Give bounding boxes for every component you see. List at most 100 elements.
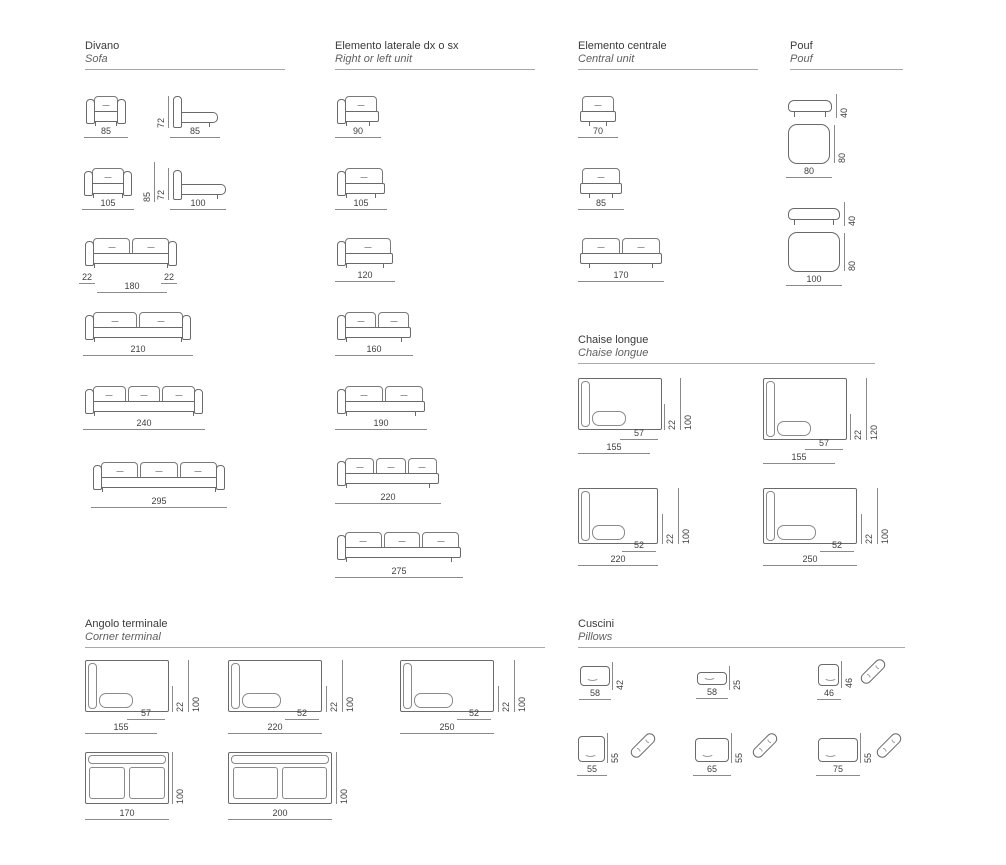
central-170-drawing <box>580 238 662 268</box>
section-rule <box>790 69 903 70</box>
dim-corner3-seat: 52 <box>457 708 491 720</box>
dim-chaise4-arm: 22 <box>861 514 874 544</box>
dim-line <box>172 686 173 712</box>
section-title: Elemento centrale <box>578 40 667 52</box>
cushion <box>89 767 126 799</box>
arm <box>85 241 94 266</box>
cushion <box>407 458 437 474</box>
pillow-55x55-drawing <box>578 736 605 762</box>
section-header-cuscini: Cuscini Pillows <box>578 618 905 648</box>
dim-chaise2-seat: 57 <box>805 438 843 450</box>
sofa-105-side-drawing <box>172 170 226 200</box>
dim-sofa-105-arm-height: 72 <box>156 168 169 200</box>
dim-corner5-width: 200 <box>228 808 332 820</box>
section-header-centrale: Elemento centrale Central unit <box>578 40 758 70</box>
arm <box>337 389 346 414</box>
dim-corner4-width: 170 <box>85 808 169 820</box>
dim-corner3-depth: 100 <box>514 660 527 712</box>
section-rule <box>335 69 535 70</box>
cushion <box>378 312 409 328</box>
dim-line <box>168 96 169 128</box>
dim-label: 120 <box>869 424 879 440</box>
arm <box>93 465 102 490</box>
cushion <box>233 767 278 799</box>
roll-cushion-drawing <box>628 731 658 760</box>
dim-lateral-190-width: 190 <box>335 418 427 430</box>
dim-label: 100 <box>681 528 691 544</box>
section-subtitle: Right or left unit <box>335 53 413 65</box>
cushion <box>582 168 620 184</box>
dim-label: 100 <box>683 414 693 430</box>
pillow-65x55-drawing <box>695 738 729 762</box>
backrest <box>581 381 590 427</box>
chaise-220x100-drawing <box>578 488 658 544</box>
base <box>580 253 662 268</box>
dim-line <box>844 233 845 271</box>
lateral-90-drawing <box>337 96 379 126</box>
roll-cushion-drawing <box>750 731 780 760</box>
dim-line <box>861 514 862 544</box>
section-rule <box>578 647 905 648</box>
cushion <box>99 693 134 708</box>
arm <box>117 99 126 124</box>
section-header-angolo: Angolo terminale Corner terminal <box>85 618 545 648</box>
corner-200x100-drawing <box>228 752 332 804</box>
arm <box>123 171 132 196</box>
cushion <box>345 168 383 184</box>
dim-corner1-width: 155 <box>85 722 157 734</box>
backrest <box>581 491 590 541</box>
arm <box>337 315 346 340</box>
arm <box>337 535 346 560</box>
dim-label: 72 <box>156 189 166 200</box>
base <box>85 327 191 342</box>
pillow-58x42-drawing <box>580 666 610 686</box>
dim-label: 25 <box>732 679 742 690</box>
dim-pillow5-width: 65 <box>693 764 731 776</box>
section-rule <box>578 363 875 364</box>
cushion <box>376 458 406 474</box>
base <box>337 473 439 488</box>
dim-label: 100 <box>191 696 201 712</box>
dim-pouf-100-height: 40 <box>844 202 857 226</box>
base <box>337 547 461 562</box>
dim-line <box>850 414 851 440</box>
dim-corner2-depth: 100 <box>342 660 355 712</box>
lateral-220-drawing <box>337 458 439 488</box>
cushion <box>592 411 627 426</box>
cushion <box>385 386 423 402</box>
cushion <box>582 238 620 254</box>
cushion <box>345 312 376 328</box>
dim-label: 22 <box>501 701 511 712</box>
cushion <box>282 767 327 799</box>
roll-cushion-drawing <box>858 657 888 686</box>
arm <box>194 389 203 414</box>
cushion <box>179 462 217 478</box>
backrest <box>231 755 329 764</box>
dim-corner1-arm: 22 <box>172 686 185 712</box>
section-subtitle: Corner terminal <box>85 631 161 643</box>
dim-label: 22 <box>864 533 874 544</box>
cushion <box>582 96 614 112</box>
sofa-295-front-drawing <box>93 462 225 492</box>
dim-line <box>612 662 613 690</box>
pouf-80-top-drawing <box>788 124 830 164</box>
base <box>337 401 425 416</box>
backrest <box>766 491 775 541</box>
dim-chaise1-arm: 22 <box>664 404 677 430</box>
dim-lateral-90-width: 90 <box>335 126 381 138</box>
backrest <box>173 96 182 128</box>
dim-label: 100 <box>345 696 355 712</box>
arm <box>168 241 177 266</box>
pouf-100-top-drawing <box>788 232 840 272</box>
section-rule <box>85 647 545 648</box>
sofa-105-front-drawing <box>84 168 132 198</box>
section-title: Elemento laterale dx o sx <box>335 40 459 52</box>
dim-corner3-arm: 22 <box>498 686 511 712</box>
dim-corner2-seat: 52 <box>285 708 319 720</box>
base <box>85 401 203 416</box>
corner-220x100-drawing <box>228 660 322 712</box>
dim-pouf-100-depth: 80 <box>844 233 857 271</box>
dim-label: 55 <box>610 752 620 763</box>
dim-chaise1-seat: 57 <box>620 428 658 440</box>
